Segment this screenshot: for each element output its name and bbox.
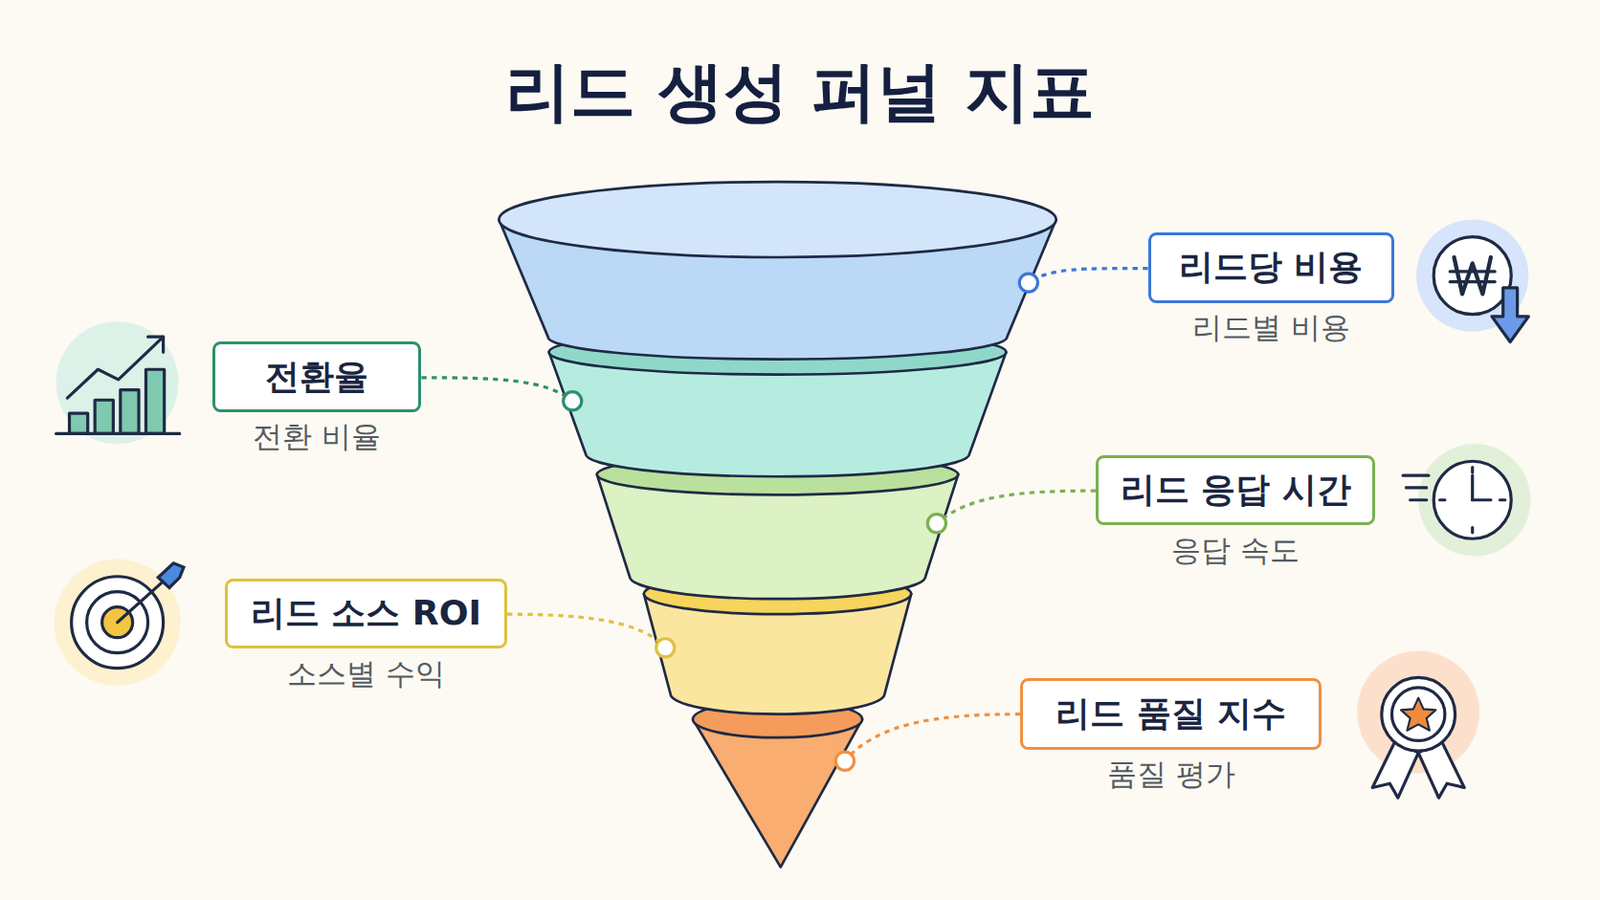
won-icon-part	[1449, 269, 1495, 273]
leader-dot-part	[1019, 273, 1038, 292]
clock-icon-part	[1418, 444, 1531, 556]
won-icon-part	[1433, 237, 1512, 315]
clock-icon-part	[1410, 498, 1427, 502]
leader-dot-part	[563, 392, 582, 411]
funnel-band	[498, 181, 1056, 868]
medal-icon-part	[1400, 698, 1436, 732]
clock-icon-part	[1500, 498, 1506, 502]
clock-icon-part	[1433, 461, 1512, 539]
chart-icon-part	[56, 321, 179, 445]
medal-icon-part	[1391, 688, 1445, 741]
metric-name: 리드 소스 ROI	[250, 590, 482, 638]
metric-name: 리드 품질 지수	[1055, 690, 1287, 738]
clock-icon-part	[1472, 498, 1491, 502]
metric-box: 전환율전환 비율	[212, 341, 423, 413]
chart-icon-part	[94, 400, 113, 434]
leader-line-part	[844, 714, 1021, 762]
won-icon-part	[1491, 288, 1529, 343]
metric-description: 응답 속도	[1171, 531, 1300, 572]
clock-icon-part	[1470, 475, 1474, 501]
medal-icon	[1356, 651, 1480, 800]
leader-line-part	[936, 490, 1096, 524]
won-icon-part	[1454, 257, 1491, 294]
clock-icon-part	[1402, 474, 1429, 478]
metric-box: 리드 품질 지수품질 평가	[1020, 678, 1322, 751]
chart-icon-part	[69, 413, 89, 434]
leader-dot	[563, 273, 1039, 771]
metric-name: 전환율	[265, 354, 369, 401]
won-icon	[1416, 220, 1529, 343]
target-icon-part	[117, 579, 166, 623]
chart-icon	[56, 321, 180, 445]
diagram-title: 리드 생성 퍼널 지표	[0, 48, 1600, 135]
metric-name: 리드 응답 시간	[1120, 466, 1352, 514]
clock-icon-part	[1470, 528, 1474, 534]
won-icon-part	[1449, 280, 1495, 284]
leader-line-part	[1028, 268, 1149, 284]
chart-icon-part	[145, 369, 164, 434]
clock-icon-part	[1440, 498, 1445, 502]
leader-line-part	[507, 614, 666, 648]
metric-box: 리드 응답 시간응답 속도	[1095, 455, 1376, 527]
medal-icon-part	[1381, 677, 1456, 752]
leader-dot-part	[656, 639, 675, 658]
funnel-band-part	[498, 181, 1056, 258]
clock-icon-part	[1405, 486, 1426, 489]
metric-description: 리드별 비용	[1192, 308, 1351, 349]
leader-dot-part	[835, 752, 854, 771]
leader-dot-part	[927, 514, 946, 534]
target-icon	[54, 559, 184, 687]
chart-icon-part	[56, 432, 180, 436]
chart-icon-part	[120, 390, 139, 435]
clock-icon	[1402, 444, 1531, 556]
metric-description: 전환 비율	[252, 417, 381, 458]
leader-line-part	[421, 377, 573, 402]
clock-icon-part	[1470, 467, 1474, 473]
chart-icon-part	[66, 336, 163, 399]
metric-box: 리드당 비용리드별 비용	[1148, 232, 1395, 304]
metric-name: 리드당 비용	[1178, 244, 1364, 291]
target-icon-part	[157, 563, 184, 589]
metric-box: 리드 소스 ROI소스별 수익	[224, 578, 508, 650]
metric-description: 소스별 수익	[287, 654, 445, 695]
funnel-band-part	[692, 719, 863, 868]
metric-description: 품질 평가	[1107, 755, 1236, 796]
chart-icon-part	[148, 336, 164, 353]
